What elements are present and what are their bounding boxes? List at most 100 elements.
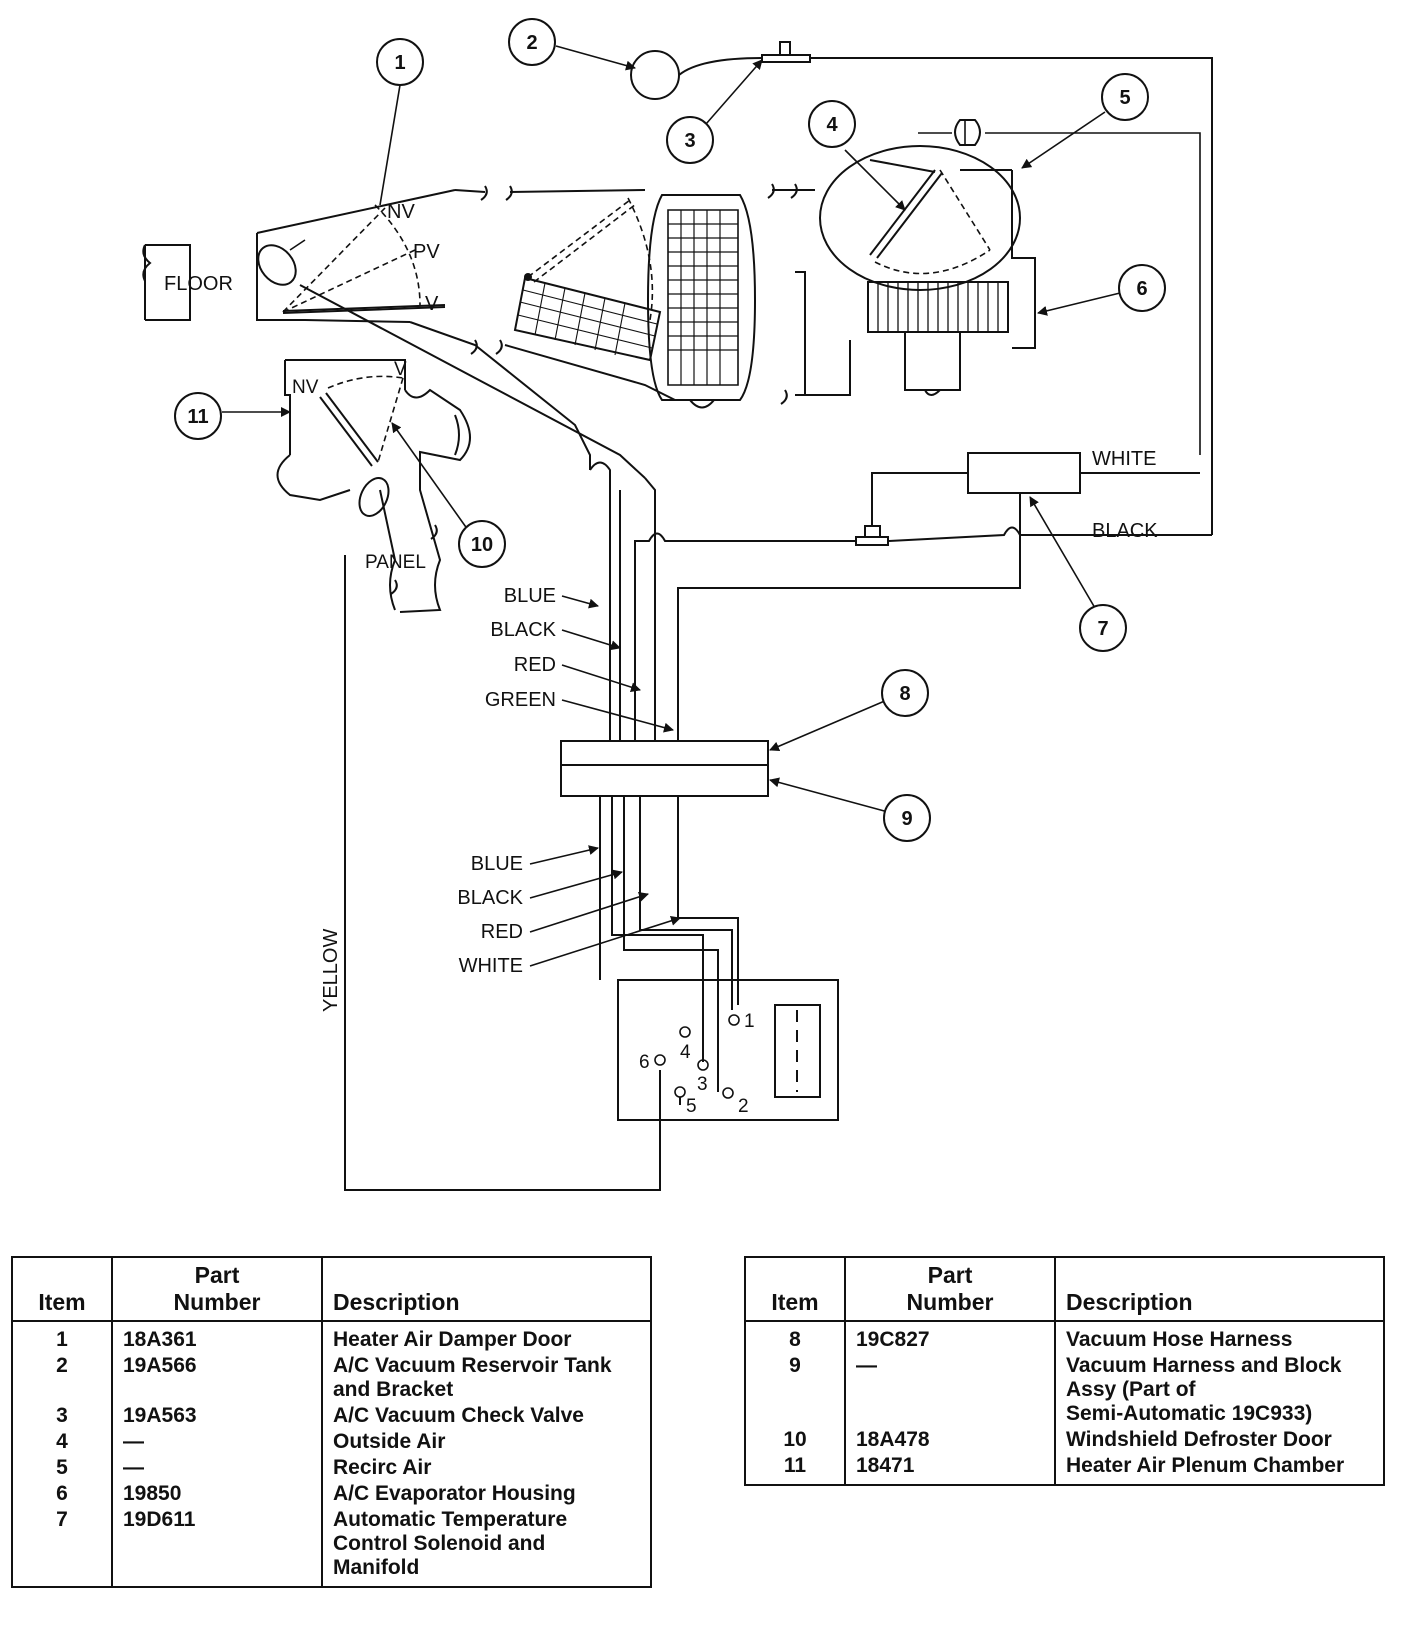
upper-hose-bundle <box>589 461 656 741</box>
description-cell: A/C Vacuum Check Valve <box>322 1403 651 1429</box>
damper-pv-label: PV <box>413 241 440 263</box>
lower-hose-bundle <box>599 796 739 1092</box>
white-hose-label: WHITE <box>1092 448 1156 470</box>
svg-text:8: 8 <box>899 683 910 705</box>
part-number-cell: 19A566 <box>112 1353 323 1403</box>
item-cell: 8 <box>745 1321 846 1353</box>
description-line: Control Solenoid and <box>333 1532 546 1555</box>
outside-air-door <box>869 169 991 275</box>
damper-nv-label: NV <box>387 201 415 223</box>
svg-text:10: 10 <box>471 534 493 556</box>
solenoid-manifold <box>634 452 1212 741</box>
description-line: Vacuum Harness and Block <box>1066 1354 1342 1377</box>
description-cell: Windshield Defroster Door <box>1055 1427 1384 1453</box>
switch-port-5: 5 <box>686 1096 697 1117</box>
damper-v-label: V <box>425 293 439 315</box>
part-number-cell: — <box>845 1353 1056 1427</box>
description-line: and Bracket <box>333 1378 454 1401</box>
evaporator-core <box>513 197 662 362</box>
vacuum-reservoir-tank <box>630 50 680 100</box>
description-cell: A/C Evaporator Housing <box>322 1481 651 1507</box>
svg-text:2: 2 <box>526 32 537 54</box>
svg-text:4: 4 <box>826 114 838 136</box>
callout-1: 1 <box>376 38 424 86</box>
callout-6: 6 <box>1118 264 1166 312</box>
callout-8: 8 <box>881 669 929 717</box>
svg-text:7: 7 <box>1097 618 1108 640</box>
svg-text:6: 6 <box>1136 278 1147 300</box>
callout-3: 3 <box>666 116 714 164</box>
header-item: Item <box>12 1257 113 1322</box>
windshield-defroster-door <box>319 375 404 517</box>
callout-9: 9 <box>883 794 931 842</box>
item-cell: 2 <box>12 1353 113 1403</box>
upper-hose-green-label: GREEN <box>485 689 556 711</box>
description-line: Assy (Part of <box>1066 1378 1196 1401</box>
upper-hose-black-label: BLACK <box>490 619 556 641</box>
description-line: Heater Air Plenum Chamber <box>1066 1454 1345 1477</box>
svg-text:1: 1 <box>394 52 405 74</box>
evaporator-blower-housing <box>767 145 1036 405</box>
panel-label: PANEL <box>365 552 426 573</box>
floor-label: FLOOR <box>164 273 233 295</box>
part-number-cell: 18A478 <box>845 1427 1056 1453</box>
description-line: A/C Evaporator Housing <box>333 1482 576 1505</box>
description-cell: Heater Air Plenum Chamber <box>1055 1453 1384 1485</box>
vacuum-check-valve <box>678 41 1213 535</box>
callout-2: 2 <box>508 18 556 66</box>
part-number-cell: 18471 <box>845 1453 1056 1485</box>
description-line: Heater Air Damper Door <box>333 1328 572 1351</box>
lower-hose-red-label: RED <box>481 921 523 943</box>
lower-hose-white-label: WHITE <box>459 955 523 977</box>
switch-port-3: 3 <box>697 1074 708 1095</box>
description-cell: Recirc Air <box>322 1455 651 1481</box>
description-cell: Heater Air Damper Door <box>322 1321 651 1353</box>
vacuum-hose-harness <box>560 740 769 766</box>
lower-hose-blue-label: BLUE <box>471 853 523 875</box>
item-cell: 1 <box>12 1321 113 1353</box>
callout-11: 11 <box>174 392 222 440</box>
upper-hose-blue-label: BLUE <box>504 585 556 607</box>
callout-5: 5 <box>1101 73 1149 121</box>
switch-port-1: 1 <box>744 1011 755 1032</box>
description-line: Automatic Temperature <box>333 1508 568 1531</box>
callout-10: 10 <box>458 520 506 568</box>
svg-text:9: 9 <box>901 808 912 830</box>
part-number-cell: 18A361 <box>112 1321 323 1353</box>
switch-port-6: 6 <box>639 1052 650 1073</box>
switch-port-4: 4 <box>680 1042 691 1063</box>
description-line: Recirc Air <box>333 1456 432 1479</box>
description-line: Vacuum Hose Harness <box>1066 1328 1293 1351</box>
part-number-cell: 19A563 <box>112 1403 323 1429</box>
part-number-cell: — <box>112 1455 323 1481</box>
description-line: Windshield Defroster Door <box>1066 1428 1332 1451</box>
table-row: 4— Outside Air <box>12 1429 651 1455</box>
black-hose-label: BLACK <box>1092 520 1158 542</box>
vacuum-harness-block <box>560 764 769 797</box>
header-description: Description <box>1055 1257 1384 1322</box>
item-cell: 4 <box>12 1429 113 1455</box>
description-line: A/C Vacuum Check Valve <box>333 1404 584 1427</box>
heater-air-damper-door <box>257 204 446 314</box>
description-line: Outside Air <box>333 1430 446 1453</box>
callout-4: 4 <box>808 100 856 148</box>
lower-hose-black-label: BLACK <box>457 887 523 909</box>
part-number-cell: — <box>112 1429 323 1455</box>
callout-7: 7 <box>1079 604 1127 652</box>
switch-port-2: 2 <box>738 1096 749 1117</box>
item-cell: 5 <box>12 1455 113 1481</box>
description-cell: Outside Air <box>322 1429 651 1455</box>
callout-leaders <box>222 45 1121 813</box>
